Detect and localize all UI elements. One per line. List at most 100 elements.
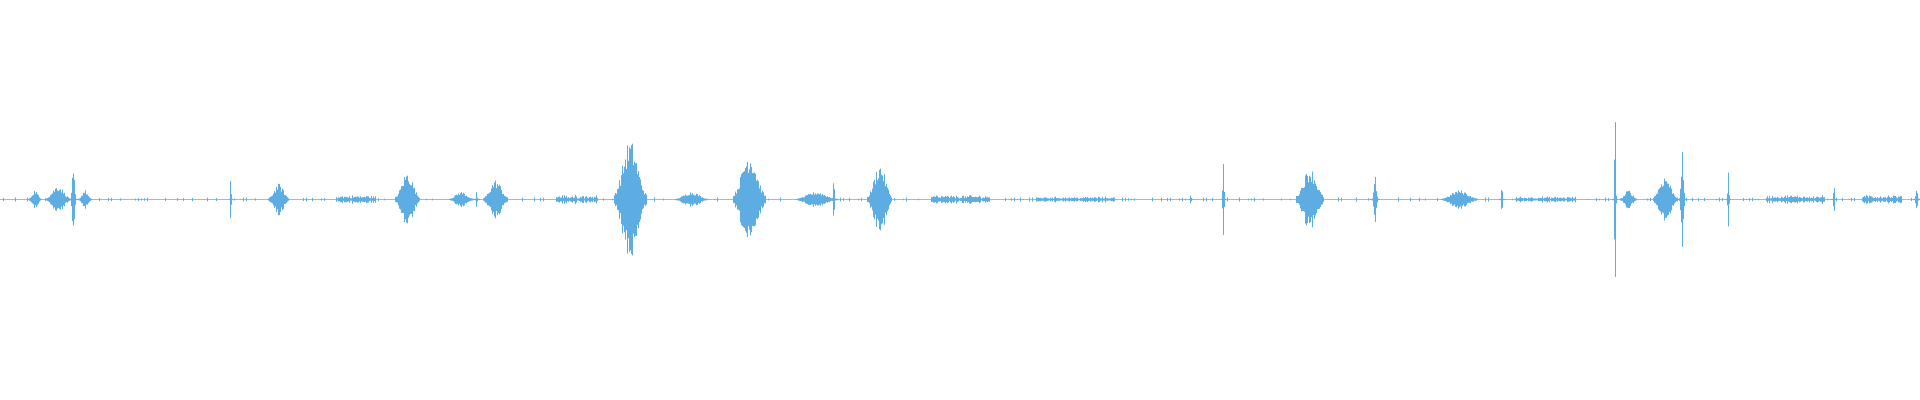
waveform-sample	[1554, 197, 1555, 202]
waveform-sample	[1535, 198, 1536, 201]
waveform-sample	[1626, 191, 1627, 208]
waveform-sample	[1110, 198, 1111, 201]
waveform-sample	[1698, 198, 1699, 201]
waveform-sample	[707, 198, 708, 201]
waveform-sample	[415, 193, 416, 206]
waveform-sample	[374, 198, 375, 201]
waveform-sample	[588, 198, 589, 201]
waveform-sample	[603, 198, 604, 201]
waveform-sample	[65, 196, 66, 203]
waveform-sample	[1410, 197, 1411, 202]
waveform-sample	[275, 192, 276, 207]
waveform-sample	[1719, 197, 1720, 202]
waveform-sample	[1608, 198, 1609, 201]
waveform-sample	[1452, 193, 1453, 206]
waveform-sample	[27, 197, 28, 202]
waveform-sample	[1633, 195, 1634, 204]
waveform-sample	[336, 197, 337, 202]
waveform-sample	[34, 191, 35, 208]
waveform-sample	[1469, 196, 1470, 203]
waveform-sample	[1094, 197, 1095, 202]
waveform-sample	[120, 198, 121, 201]
waveform-sample	[1032, 197, 1033, 202]
waveform-sample	[1636, 198, 1637, 201]
waveform-sample	[1473, 197, 1474, 202]
waveform-sample	[1879, 197, 1880, 202]
waveform-sample	[1752, 197, 1753, 202]
waveform-sample	[67, 196, 68, 203]
waveform-sample	[1613, 198, 1614, 201]
waveform-sample	[931, 196, 932, 203]
waveform-sample	[1599, 198, 1600, 201]
waveform-sample	[1475, 198, 1476, 201]
waveform-sample	[780, 197, 781, 202]
waveform-sample	[407, 175, 408, 224]
waveform-sample	[985, 196, 986, 203]
waveform-sample	[1263, 198, 1264, 201]
waveform-sample	[903, 198, 904, 201]
waveform-sample	[503, 193, 504, 206]
waveform-sample	[1224, 192, 1225, 207]
waveform-sample	[1056, 197, 1057, 202]
waveform-sample	[207, 197, 208, 202]
waveform-sample	[932, 197, 933, 202]
waveform-sample	[840, 197, 841, 202]
waveform-sample	[1504, 198, 1505, 201]
waveform-sample	[593, 198, 594, 201]
waveform-sample	[973, 196, 974, 203]
waveform-sample	[192, 197, 193, 202]
waveform-sample	[1729, 195, 1730, 204]
waveform-sample	[283, 190, 284, 209]
waveform-sample	[1877, 197, 1878, 202]
waveform-sample	[1814, 198, 1815, 201]
waveform-sample	[918, 198, 919, 201]
waveform-sample	[621, 175, 622, 224]
waveform-sample	[617, 189, 618, 210]
waveform-sample	[243, 197, 244, 202]
waveform-sample	[976, 197, 977, 202]
waveform-sample	[452, 198, 453, 201]
waveform-sample	[1913, 198, 1914, 201]
waveform-sample	[954, 196, 955, 203]
waveform-sample	[33, 194, 34, 205]
waveform-sample	[1892, 197, 1893, 202]
waveform-sample	[1661, 184, 1662, 215]
waveform-sample	[557, 197, 558, 202]
waveform-sample	[637, 174, 638, 225]
waveform-sample	[943, 197, 944, 202]
waveform-sample	[561, 197, 562, 202]
waveform-sample	[1755, 198, 1756, 201]
waveform-sample	[1545, 197, 1546, 202]
waveform-sample	[78, 198, 79, 201]
waveform-sample	[1064, 198, 1065, 201]
waveform-sample	[1356, 197, 1357, 202]
waveform-sample	[681, 196, 682, 203]
waveform-sample	[1811, 197, 1812, 202]
waveform-sample	[1678, 198, 1679, 201]
waveform-sample	[303, 197, 304, 202]
waveform-sample	[567, 197, 568, 202]
waveform-sample	[1368, 198, 1369, 201]
waveform-sample	[832, 198, 833, 201]
waveform-sample	[638, 170, 639, 229]
waveform-sample	[417, 195, 418, 204]
waveform-sample	[1570, 197, 1571, 202]
waveform-sample	[1772, 195, 1773, 204]
waveform-sample	[416, 192, 417, 207]
waveform-sample	[1780, 198, 1781, 201]
waveform-sample	[966, 197, 967, 202]
waveform-sample	[806, 195, 807, 204]
waveform-sample	[1650, 197, 1651, 202]
waveform-sample	[1375, 176, 1376, 223]
waveform-sample	[885, 186, 886, 213]
waveform-sample	[108, 197, 109, 202]
waveform-sample	[1816, 196, 1817, 203]
waveform-sample	[1373, 192, 1374, 207]
waveform-sample	[703, 198, 704, 201]
waveform-sample	[1459, 191, 1460, 208]
waveform-sample	[1206, 197, 1207, 202]
waveform-sample	[564, 195, 565, 204]
waveform-sample	[685, 194, 686, 205]
waveform-sample	[890, 195, 891, 204]
